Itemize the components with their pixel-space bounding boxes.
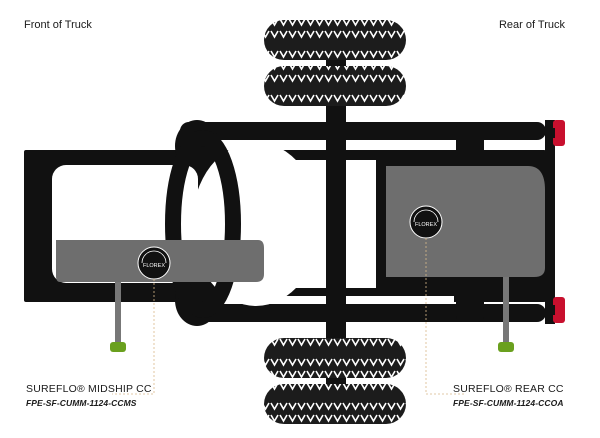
- frame-ring: [165, 130, 241, 318]
- tail-light-bottom: [553, 297, 565, 323]
- midship-logo: FLOREX: [143, 263, 165, 269]
- axle-center: [326, 140, 346, 310]
- midship-part-number: FPE-SF-CUMM-1124-CCMS: [26, 398, 137, 408]
- rear-label: Rear of Truck: [498, 19, 565, 31]
- tail-light-top: [553, 120, 565, 146]
- rear-fitting: [498, 277, 514, 352]
- rear-logo: FLOREX: [415, 222, 437, 228]
- tire-rear-right: [264, 384, 406, 424]
- rear-part-number: FPE-SF-CUMM-1124-CCOA: [453, 398, 564, 408]
- rear-product-name: SUREFLO® REAR CC: [453, 383, 564, 395]
- front-label: Front of Truck: [24, 19, 92, 31]
- tire-rear-left: [264, 338, 406, 378]
- midship-filter-icon: FLOREX: [137, 246, 171, 280]
- rear-tank: [386, 166, 545, 277]
- midship-product-name: SUREFLO® MIDSHIP CC: [26, 383, 152, 395]
- midship-fitting: [110, 282, 126, 352]
- rear-filter-icon: FLOREX: [409, 205, 443, 239]
- rear-leader-line: [425, 238, 466, 395]
- tire-front-left: [264, 20, 406, 60]
- tire-front-right: [264, 66, 406, 106]
